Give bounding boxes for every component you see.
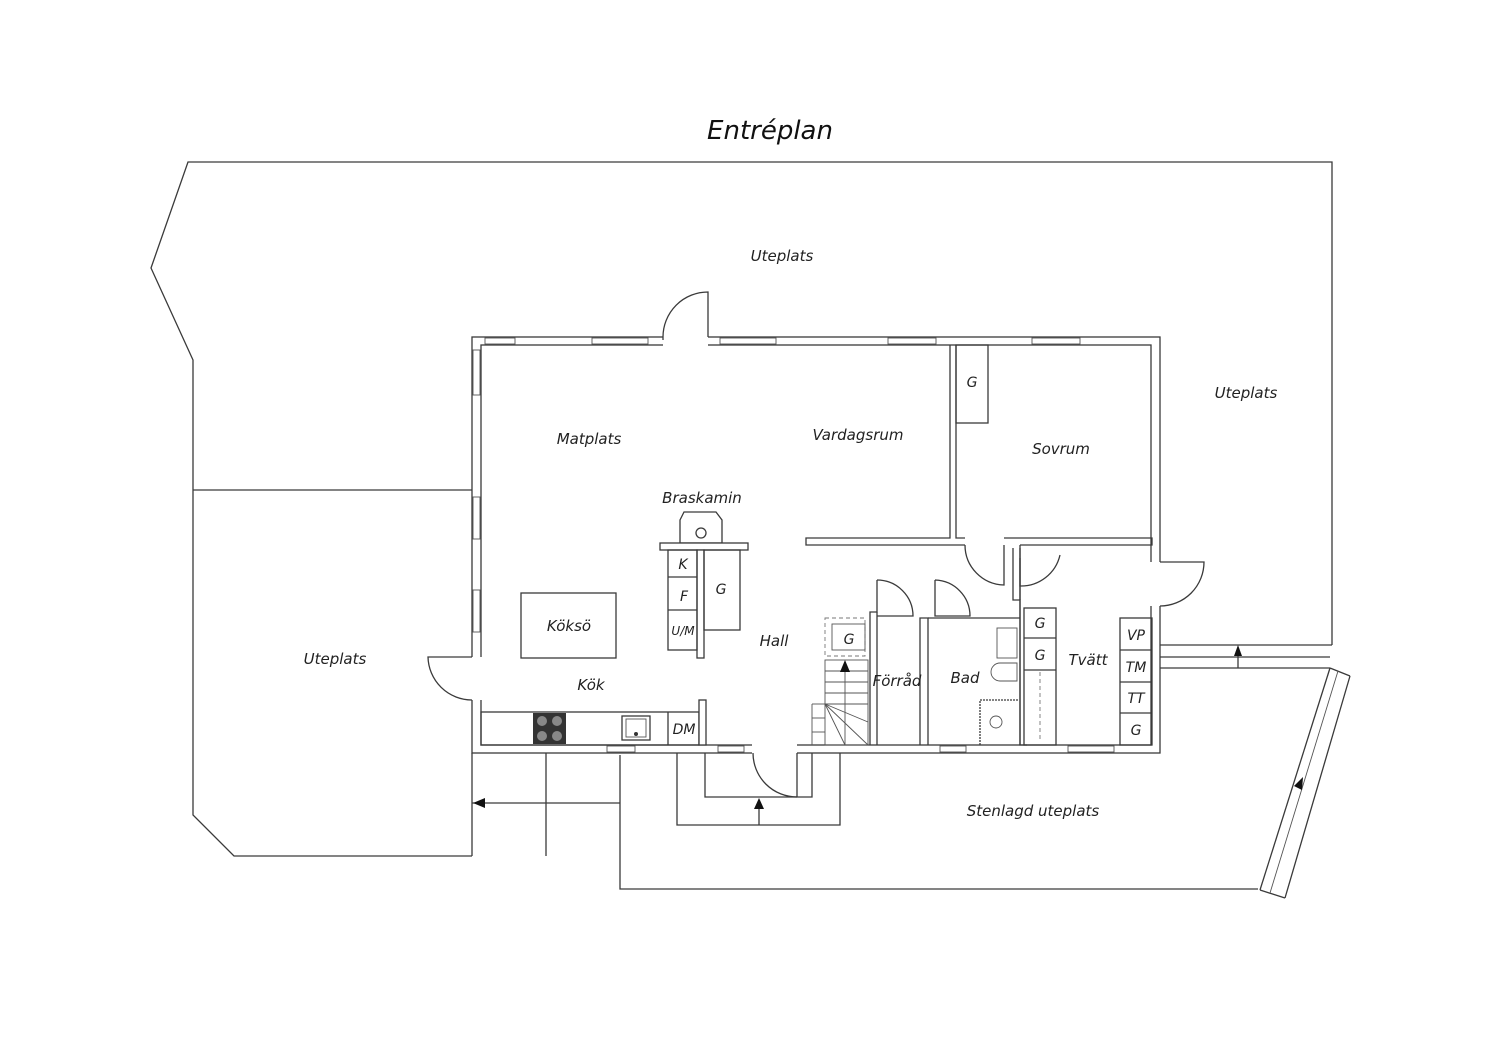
label-sovrum: Sovrum	[1032, 440, 1090, 458]
label-stenlagd-uteplats: Stenlagd uteplats	[967, 802, 1100, 820]
label-hall: Hall	[760, 632, 790, 650]
label-uteplats-top: Uteplats	[751, 247, 814, 265]
room-labels: Uteplats Uteplats Uteplats Stenlagd utep…	[304, 247, 1278, 820]
label-tvatt-g3: G	[1131, 723, 1142, 739]
label-hall-g: G	[716, 582, 727, 598]
sink-icon	[621, 715, 651, 741]
lot-outline	[150, 161, 1351, 899]
label-matplats: Matplats	[557, 430, 622, 448]
label-braskamin: Braskamin	[662, 489, 742, 507]
label-bad: Bad	[950, 669, 979, 687]
kitchen-island	[520, 592, 617, 659]
label-vp: VP	[1127, 628, 1146, 644]
label-kok: Kök	[577, 676, 605, 694]
label-tvatt: Tvätt	[1069, 651, 1109, 669]
label-uteplats-left: Uteplats	[304, 650, 367, 668]
label-sovrum-g: G	[967, 375, 978, 391]
arrow-icon	[1294, 777, 1303, 790]
label-um: U/M	[671, 624, 695, 638]
arrow-icon	[473, 798, 485, 808]
plan-title: Entréplan	[707, 116, 833, 146]
arrow-icon	[840, 660, 850, 672]
label-koksö: Köksö	[547, 617, 591, 635]
arrow-icon	[1234, 645, 1242, 656]
arrow-icon	[754, 798, 764, 809]
label-vardagsrum: Vardagsrum	[813, 426, 904, 444]
label-stair-g: G	[844, 632, 855, 648]
label-tm: TM	[1126, 660, 1147, 676]
label-tt: TT	[1127, 691, 1146, 707]
label-tvatt-g1: G	[1035, 616, 1046, 632]
label-dm: DM	[673, 722, 696, 738]
label-k: K	[678, 557, 689, 573]
house-walls	[427, 291, 1205, 798]
stove-icon	[533, 713, 566, 744]
label-f: F	[680, 589, 689, 605]
label-uteplats-right: Uteplats	[1215, 384, 1278, 402]
label-forrad: Förråd	[873, 672, 922, 690]
label-tvatt-g2: G	[1035, 648, 1046, 664]
